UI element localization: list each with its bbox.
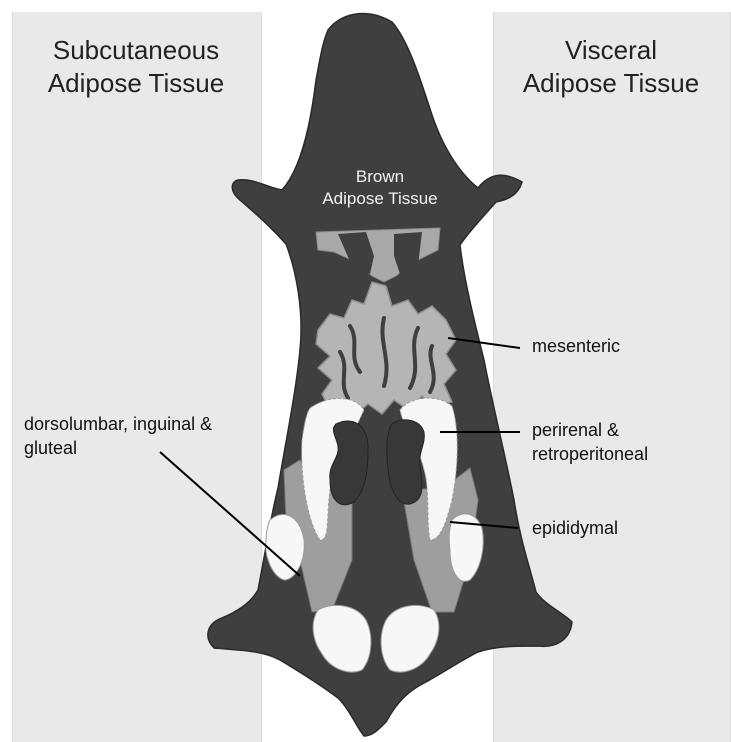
mesenteric-label: mesenteric	[532, 334, 620, 358]
dorsolumbar-label-line2: gluteal	[24, 436, 212, 460]
epididymal-label: epididymal	[532, 516, 618, 540]
dorsolumbar-label: dorsolumbar, inguinal & gluteal	[24, 412, 212, 460]
perirenal-label-line2: retroperitoneal	[532, 442, 648, 466]
visceral-title: Visceral Adipose Tissue	[493, 34, 729, 100]
subcutaneous-title-line1: Subcutaneous	[12, 34, 260, 67]
dorsolumbar-label-line1: dorsolumbar, inguinal &	[24, 412, 212, 436]
visceral-title-line2: Adipose Tissue	[493, 67, 729, 100]
brown-adipose-label-line1: Brown	[300, 166, 460, 188]
subcutaneous-title: Subcutaneous Adipose Tissue	[12, 34, 260, 100]
brown-adipose-label-line2: Adipose Tissue	[300, 188, 460, 210]
perirenal-label-line1: perirenal &	[532, 418, 648, 442]
subcutaneous-title-line2: Adipose Tissue	[12, 67, 260, 100]
perirenal-label: perirenal & retroperitoneal	[532, 418, 648, 466]
brown-adipose-label: Brown Adipose Tissue	[300, 166, 460, 210]
visceral-title-line1: Visceral	[493, 34, 729, 67]
